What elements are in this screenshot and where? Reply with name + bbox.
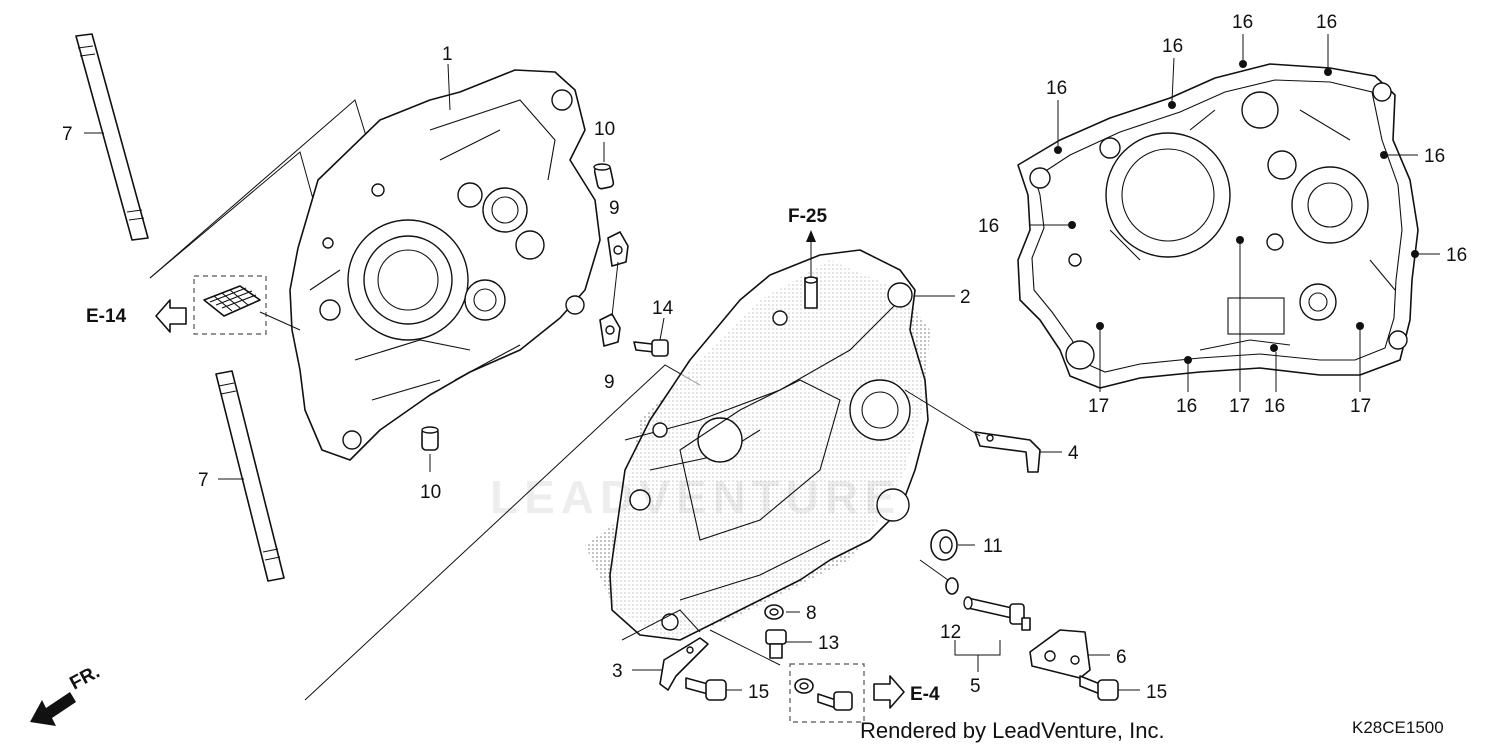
callout-17-a: 17 [1088,396,1109,417]
drain-bolt [765,629,787,659]
callout-16-e: 16 [1424,146,1445,167]
callout-labels: 1 2 3 4 5 6 7 7 8 9 9 10 10 11 12 13 14 … [62,12,1467,703]
callout-16-h: 16 [1176,396,1197,417]
callout-14: 14 [652,298,674,319]
ref-e14[interactable]: E-14 [86,306,127,327]
callout-16-c: 16 [1232,12,1253,33]
callout-12: 12 [940,622,961,643]
front-arrow [30,692,76,726]
callout-10-lower: 10 [420,482,441,503]
e14-arrow [155,299,187,333]
callout-16-d: 16 [1316,12,1337,33]
callout-4: 4 [1068,443,1079,464]
callout-10-upper: 10 [594,119,615,140]
callout-9-upper: 9 [609,198,620,219]
dowel-pin-upper [593,163,615,190]
callout-1: 1 [442,44,453,65]
callout-16-g: 16 [1446,245,1467,266]
e14-reference-box [193,275,267,335]
watermark: LEADVENTURE [490,471,902,523]
clip-lower [599,313,621,347]
callout-15-left: 15 [748,682,769,703]
right-crankcase [289,69,601,461]
callout-5: 5 [970,676,981,697]
stud-bolt-upper [75,33,149,241]
mesh-filter [203,285,261,317]
callout-17-c: 17 [1350,396,1371,417]
o-ring [945,577,959,595]
ref-e4[interactable]: E-4 [910,684,940,705]
flange-bolt-left [685,677,727,701]
ref-f25[interactable]: F-25 [788,206,828,227]
callout-2: 2 [960,287,971,308]
bolt-leaders [1030,34,1440,392]
e4-reference-box [789,663,865,723]
callout-6: 6 [1116,647,1127,668]
callout-17-b: 17 [1229,396,1250,417]
bracket-3 [659,637,709,691]
sensor-plate [1029,629,1091,679]
left-crankcase [585,249,930,641]
callout-7-lower: 7 [198,470,209,491]
flange-bolt-right [1079,675,1119,701]
e4-arrow [873,675,905,709]
diagram-code: K28CE1500 [1352,718,1444,737]
callout-16-a: 16 [1046,78,1067,99]
callout-9-lower: 9 [604,372,615,393]
stud-bolt-lower [215,370,285,582]
callout-16-b: 16 [1162,36,1183,57]
callout-8: 8 [806,603,817,624]
callout-3: 3 [612,661,623,682]
oil-seal [930,529,958,561]
front-label: FR. [66,662,103,695]
callout-16-f: 16 [978,216,999,237]
bracket-4 [974,431,1041,473]
callout-13: 13 [818,633,839,654]
bolt-14 [633,339,669,357]
render-credit: Rendered by LeadVenture, Inc. [860,718,1165,743]
callout-16-i: 16 [1264,396,1285,417]
callout-15-right: 15 [1146,682,1167,703]
callout-7-upper: 7 [62,124,73,145]
sensor-assembly [963,596,1031,631]
dowel-pin-lower [421,426,439,451]
clip-upper [607,231,629,267]
callout-11: 11 [983,536,1003,557]
crankcase-gasket-face [1017,60,1419,389]
